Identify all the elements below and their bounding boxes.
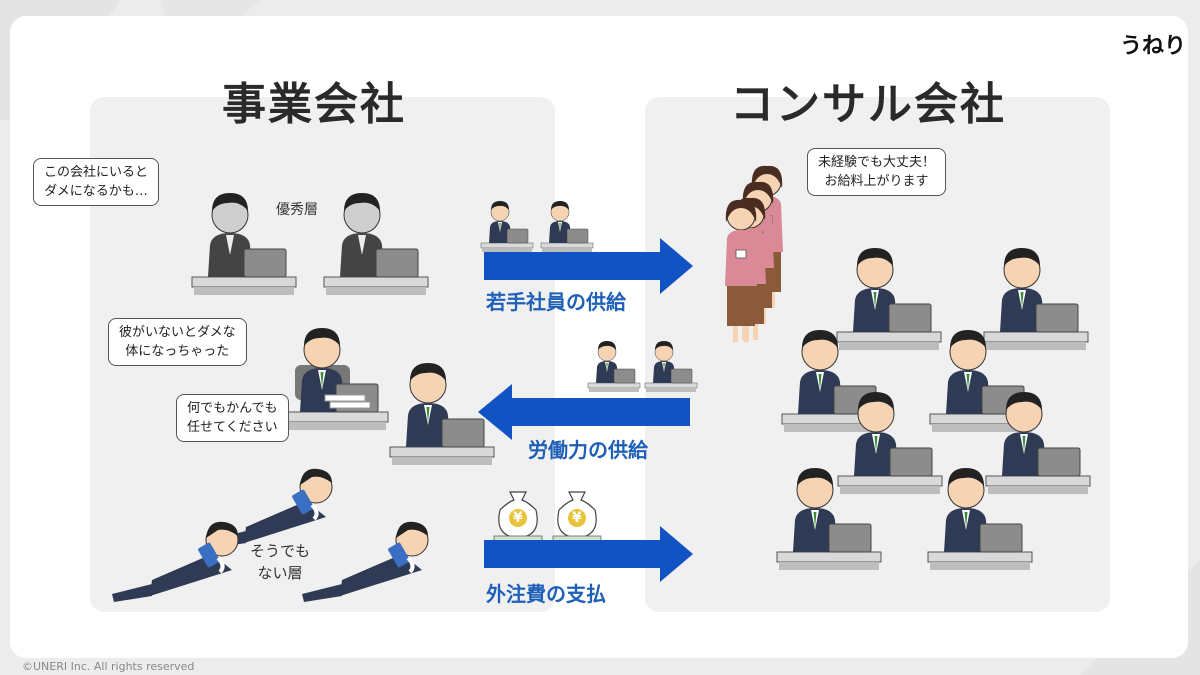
- lying-person-3: [300, 519, 430, 604]
- speech-bubble-worry: この会社にいると ダメになるかも…: [33, 158, 160, 206]
- consultant-2: [983, 247, 1089, 351]
- arrow-label-young-staff: 若手社員の供給: [486, 290, 626, 314]
- yen-symbol-1: ¥: [513, 510, 523, 526]
- speech-bubble-dependent: 彼がいないとダメな 体になっちゃった: [108, 318, 247, 366]
- excellent-layer-label: 優秀層: [276, 202, 318, 218]
- excellent-worker-2: [323, 192, 429, 296]
- consultant-1: [836, 247, 942, 351]
- yen-symbol-2: ¥: [572, 510, 582, 526]
- arrow-label-labor: 労働力の供給: [528, 438, 648, 462]
- company-logo: うねり: [1120, 34, 1187, 59]
- arrow-right-1: [484, 238, 693, 294]
- business-company-title: 事業会社: [222, 79, 406, 130]
- speech-bubble-recruit: 未経験でも大丈夫！ お給料上がります: [807, 148, 947, 196]
- others-layer-label: そうでも ない層: [250, 542, 311, 582]
- arrow-label-outsourcing: 外注費の支払: [486, 582, 606, 606]
- arrow-left: [478, 384, 690, 440]
- arrow-right-2: [484, 526, 693, 582]
- consulting-company-title: コンサル会社: [730, 79, 1006, 130]
- lying-person-2: [110, 519, 240, 604]
- relied-worker: [389, 362, 495, 466]
- woman-in-line-1: [724, 199, 758, 343]
- copyright-text: ©UNERI Inc. All rights reserved: [22, 660, 195, 673]
- speech-bubble-leave-it: 何でもかんでも 任せてください: [176, 394, 289, 442]
